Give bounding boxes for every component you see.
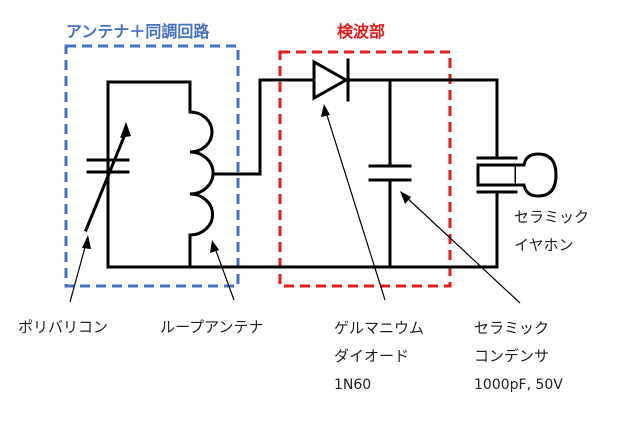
- detector-group-box: [278, 50, 452, 288]
- ceramic-earphone-symbol: [476, 152, 558, 198]
- earphone-label-line1: セラミック: [514, 208, 589, 226]
- capacitor-label-line3: 1000pF, 50V: [474, 377, 563, 393]
- diode-label-line2: ダイオード: [334, 347, 409, 365]
- diode-symbol: [312, 58, 350, 102]
- diode-label-line3: 1N60: [334, 377, 371, 393]
- variable-capacitor-symbol: [84, 122, 131, 232]
- antenna-tuning-group-box: [64, 44, 240, 288]
- capacitor-label-line2: コンデンサ: [474, 347, 549, 365]
- variable-capacitor-label: ポリバリコン: [18, 318, 108, 336]
- loop-antenna-coil-symbol: [188, 110, 215, 237]
- diode-label-line1: ゲルマニウム: [334, 319, 424, 337]
- ceramic-capacitor-symbol: [368, 164, 412, 182]
- circuit-wires: [106, 78, 499, 269]
- capacitor-label-line1: セラミック: [474, 319, 549, 337]
- loop-antenna-label: ループアンテナ: [160, 318, 264, 336]
- earphone-label-line2: イヤホン: [514, 236, 574, 254]
- detector-group-title: 検波部: [337, 22, 385, 41]
- antenna-tuning-group-title: アンテナ＋同調回路: [66, 22, 210, 41]
- leader-lines: [69, 104, 521, 304]
